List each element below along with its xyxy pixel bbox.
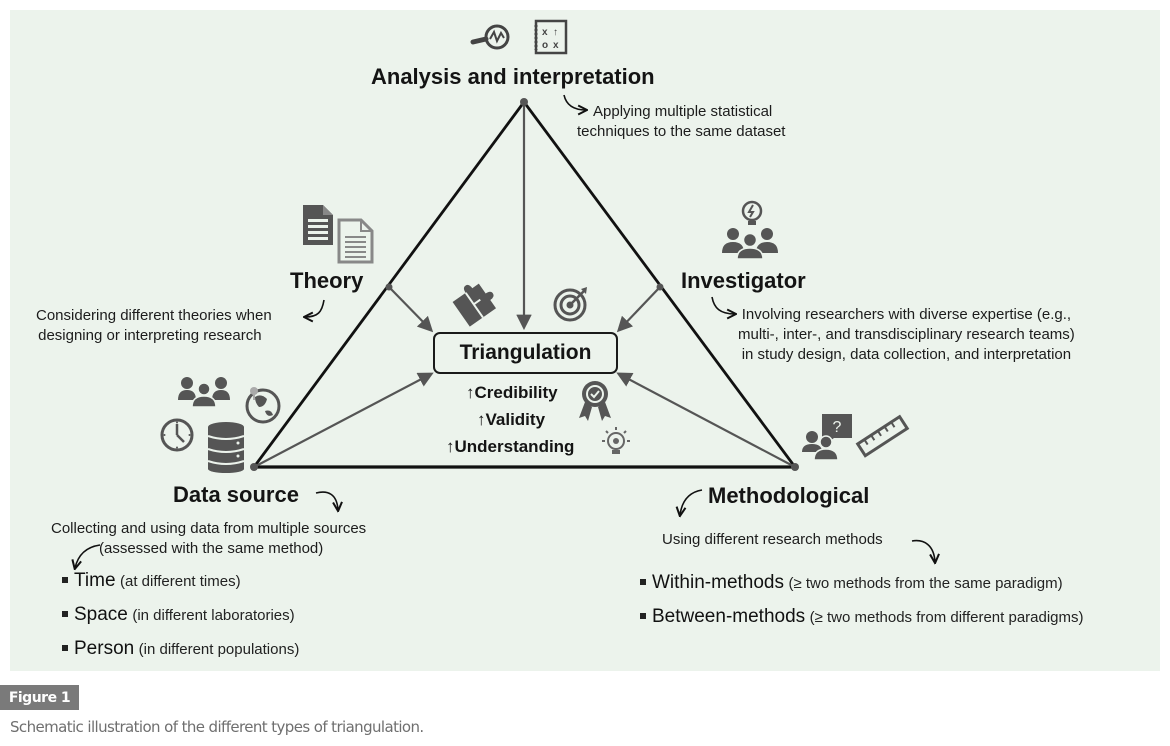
description-line: Collecting and using data from multiple … [51,520,367,537]
curly-arrow-theory [305,299,325,317]
database-icon [207,422,245,473]
figure-label: Figure 1 [0,685,79,710]
item-detail: (in different populations) [138,641,300,658]
node-description-theory: Considering different theories when desi… [36,306,272,346]
item-term: Space [74,604,128,625]
item-detail: (at different times) [119,573,241,590]
methodological-list: Within-methods (≥ two methods from the s… [640,572,1084,640]
list-item: Person (in different populations) [62,638,299,672]
bullet-icon [640,612,646,619]
award-badge-icon [579,381,611,421]
description-line: Involving researchers with diverse exper… [741,306,1072,323]
bullet-icon [62,610,68,617]
up-arrow-icon: ↑ [466,383,475,402]
arrows-to-center [253,102,796,468]
vertex-dots [250,98,799,471]
curly-arrow-data-source [315,491,338,510]
list-item: Between-methods (≥ two methods from diff… [640,606,1084,640]
benefit-validity: ↑Validity [477,410,545,430]
arrow-theory [388,286,434,333]
item-term: Between-methods [652,606,806,627]
people-group-icon [178,377,230,408]
item-term: Time [74,570,116,591]
team-icon [722,228,778,260]
description-line: techniques to the same dataset [577,123,786,140]
node-title-methodological: Methodological [708,483,870,508]
globe-pin-icon [245,387,281,424]
triangulation-title: Triangulation [459,341,592,364]
description-line: Using different research methods [662,531,883,548]
description-line: (assessed with the same method) [99,540,324,557]
target-icon [553,287,587,322]
svg-text:?: ? [833,419,842,436]
arrow-methodological [616,372,796,468]
vertex-analysis [520,98,528,106]
clock-icon [160,418,194,452]
list-item: Space (in different laboratories) [62,604,299,638]
node-title-analysis: Analysis and interpretation [371,64,655,89]
benefit-label: Understanding [454,437,575,456]
vertex-theory [385,283,393,291]
node-title-investigator: Investigator [681,268,806,293]
bullet-icon [640,578,646,585]
item-detail: (in different laboratories) [132,607,295,624]
node-description-data-source: Collecting and using data from multiple … [51,519,366,559]
data-source-list: Time (at different times) Space (in diff… [62,570,299,672]
benefit-credibility: ↑Credibility [466,383,558,403]
up-arrow-icon: ↑ [446,437,455,456]
interview-question-icon: ? [802,414,852,461]
curly-arrow-analysis [563,94,586,110]
svg-text:↑: ↑ [553,27,558,38]
puzzle-pieces-icon [452,283,497,327]
lightbulb-idea-icon [602,427,630,454]
benefit-label: Validity [485,410,546,429]
list-item: Within-methods (≥ two methods from the s… [640,572,1084,606]
curly-arrow-methodological [680,489,703,515]
list-item: Time (at different times) [62,570,299,604]
item-term: Person [74,638,135,659]
lightbulb-icon [741,200,763,225]
svg-text:x: x [542,27,548,38]
curly-arrow-data-source-list [75,544,101,568]
benefit-label: Credibility [474,383,558,402]
triangulation-diagram: x ↑ o x [0,19,1170,680]
triangulation-box: Triangulation [433,332,618,374]
document-icon [303,205,333,245]
bullet-icon [62,576,68,583]
arrow-investigator [616,286,661,333]
description-line: Applying multiple statistical [593,103,773,120]
up-arrow-icon: ↑ [477,410,486,429]
node-title-data-source: Data source [173,482,299,507]
node-description-investigator: Involving researchers with diverse exper… [738,305,1075,365]
node-description-methodological: Using different research methods [662,530,883,550]
ruler-icon [855,414,910,458]
description-line: designing or interpreting research [38,327,262,344]
vertex-data-source [250,463,258,471]
item-detail: (≥ two methods from the same paradigm) [788,575,1063,592]
curly-arrow-investigator [711,296,735,314]
arrow-data-source [253,372,434,468]
description-line: in study design, data collection, and in… [741,346,1072,363]
document-copy-icon [337,218,374,264]
figure-caption: Schematic illustration of the different … [10,718,424,736]
benefit-understanding: ↑Understanding [446,437,574,457]
item-detail: (≥ two methods from different paradigms) [809,609,1084,626]
curly-arrow-methods-list [911,539,935,562]
node-title-theory: Theory [290,268,364,293]
svg-text:o: o [542,40,548,51]
magnifier-chart-icon [470,24,510,50]
vertex-methodological [791,463,799,471]
vertex-investigator [656,283,664,291]
item-term: Within-methods [652,572,784,593]
strategy-board-icon: x ↑ o x [534,19,568,55]
node-description-analysis: Applying multiple statistical techniques… [577,102,785,142]
description-line: multi-, inter-, and transdisciplinary re… [738,326,1075,343]
bullet-icon [62,644,68,651]
svg-text:x: x [553,40,559,51]
description-line: Considering different theories when [36,307,272,324]
